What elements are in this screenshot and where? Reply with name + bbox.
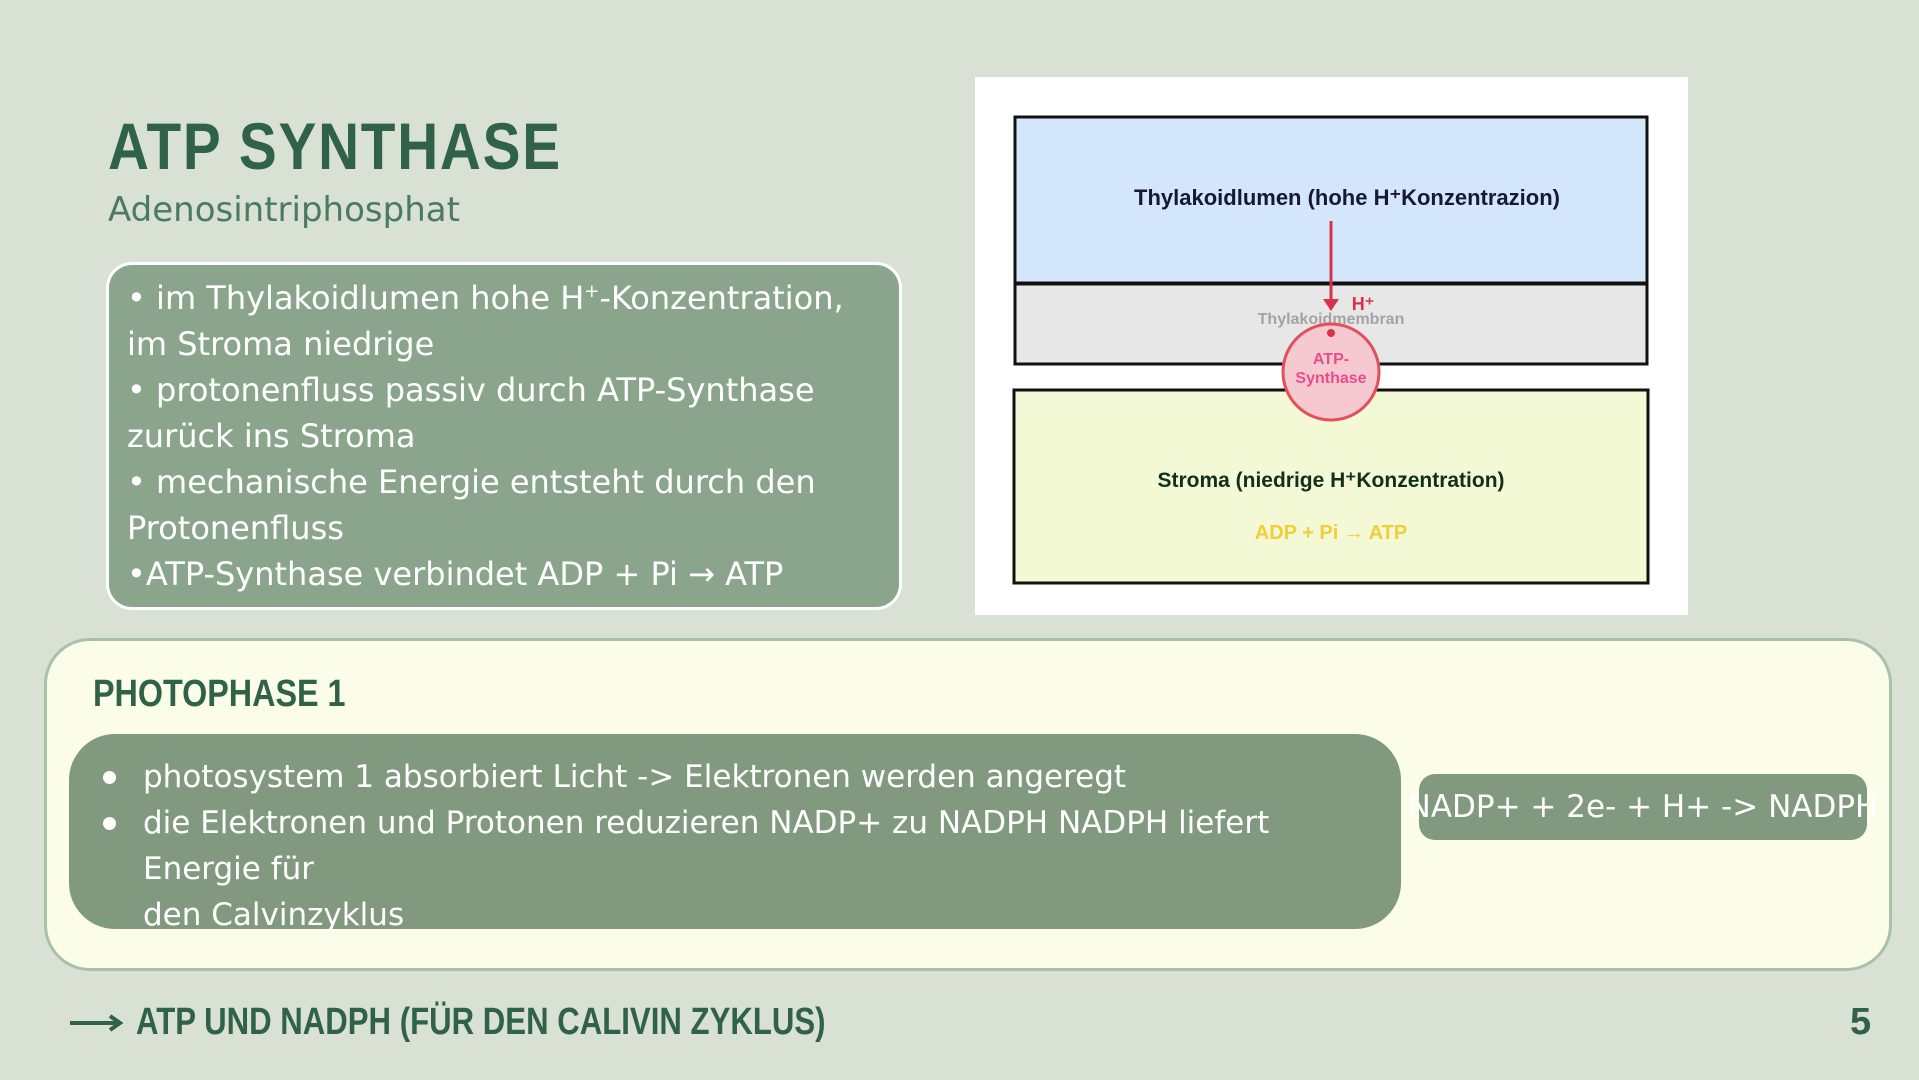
list-item-text-continuation: den Calvinzyklus — [143, 897, 405, 933]
atp-synthase-circle — [1281, 322, 1381, 422]
bullet-line: • im Thylakoidlumen hohe H+-Konzentratio… — [127, 279, 844, 317]
arrow-right-icon — [70, 1013, 124, 1032]
bullet-line: • mechanische Energie entsteht durch den — [127, 463, 816, 501]
slide-subtitle: Adenosintriphosphat — [108, 190, 460, 230]
list-item: die Elektronen und Protonen reduzieren N… — [103, 800, 1381, 938]
bullet-line: zurück ins Stroma — [127, 417, 416, 455]
bullet-dot-icon — [103, 771, 116, 784]
bullet-line: • protonenfluss passiv durch ATP-Synthas… — [127, 371, 815, 409]
bullet-card: • im Thylakoidlumen hohe H+-Konzentratio… — [106, 262, 902, 610]
page-number: 5 — [1850, 1001, 1872, 1043]
photophase-card: photosystem 1 absorbiert Licht -> Elektr… — [69, 734, 1401, 933]
membrane-label: Thylakoidmembran — [1258, 311, 1405, 328]
arrow-head-icon — [1323, 299, 1339, 311]
bullet-line: •ATP-Synthase verbindet ADP + Pi → ATP — [127, 555, 784, 593]
nadph-formula: NADP+ + 2e- + H+ -> NADPH — [1408, 774, 1878, 840]
synthase-label-2: Synthase — [1295, 370, 1366, 387]
bullet-line: Protonenfluss — [127, 509, 344, 547]
reaction-label: ADP + Pi → ATP — [1255, 522, 1407, 544]
synthase-label-1: ATP- — [1313, 351, 1349, 368]
stroma-compartment — [1014, 390, 1648, 583]
lumen-label: Thylakoidlumen (hohe H⁺Konzentrazion) — [1134, 185, 1560, 210]
photophase-heading: PHOTOPHASE 1 — [93, 673, 346, 715]
slide-title: ATP SYNTHASE — [108, 109, 562, 183]
footer: ATP UND NADPH (FÜR DEN CALIVIN ZYKLUS) — [68, 1001, 977, 1044]
diagram-svg: Thylakoidlumen (hohe H⁺Konzentrazion) Th… — [1012, 115, 1650, 585]
photophase-panel: PHOTOPHASE 1 photosystem 1 absorbiert Li… — [44, 638, 1892, 971]
list-item-text: die Elektronen und Protonen reduzieren N… — [143, 805, 1270, 887]
arrow-dot-icon — [1327, 329, 1335, 337]
stroma-label: Stroma (niedrige H⁺Konzentration) — [1157, 469, 1504, 492]
list-item-text: photosystem 1 absorbiert Licht -> Elektr… — [143, 759, 1127, 795]
proton-label: H⁺ — [1352, 294, 1375, 314]
atp-synthase-diagram: Thylakoidlumen (hohe H⁺Konzentrazion) Th… — [975, 77, 1688, 615]
footer-text: ATP UND NADPH (FÜR DEN CALIVIN ZYKLUS) — [136, 1001, 826, 1043]
list-item: photosystem 1 absorbiert Licht -> Elektr… — [103, 754, 1381, 800]
bullet-dot-icon — [103, 817, 116, 830]
bullet-line: im Stroma niedrige — [127, 325, 435, 363]
